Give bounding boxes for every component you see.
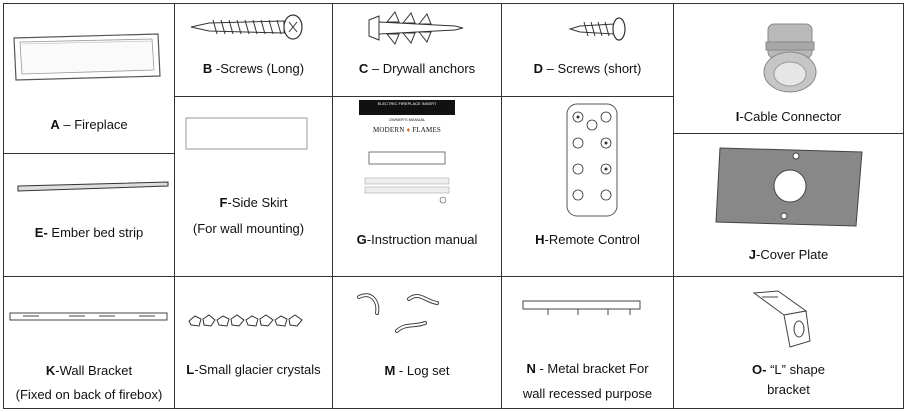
part-d-label: D – Screws (short) (533, 61, 642, 76)
part-n-note: wall recessed purpose (522, 386, 653, 401)
part-j-cell: J-Cover Plate (673, 133, 904, 277)
glacier-crystals-image (187, 313, 307, 329)
short-screw-image (568, 14, 628, 44)
part-o-note: bracket (767, 382, 810, 397)
part-h-cell: H-Remote Control (501, 96, 674, 277)
part-c-label: C – Drywall anchors (358, 61, 476, 76)
part-f-cell: F-Side Skirt (For wall mounting) (174, 96, 333, 277)
part-n-label: N - Metal bracket For (526, 361, 649, 376)
part-c-cell: C – Drywall anchors (332, 3, 502, 97)
fireplace-image (12, 32, 162, 82)
drywall-anchor-image (365, 10, 465, 46)
part-k-cell: K-Wall Bracket (Fixed on back of firebox… (3, 276, 175, 409)
part-m-cell: M - Log set (332, 276, 502, 409)
part-b-cell: B -Screws (Long) (174, 3, 333, 97)
part-k-label: K-Wall Bracket (45, 363, 133, 378)
part-f-label: F-Side Skirt (219, 195, 288, 210)
part-g-label: G-Instruction manual (356, 232, 478, 247)
part-o-label: O- “L” shape (752, 362, 825, 377)
cover-plate-image (714, 144, 864, 228)
long-screw-image (189, 10, 309, 44)
part-n-cell: N - Metal bracket For wall recessed purp… (501, 276, 674, 409)
part-m-label: M - Log set (384, 363, 450, 378)
l-bracket-image (744, 289, 836, 351)
metal-bracket-image (522, 299, 642, 319)
part-o-cell: O- “L” shape bracket (673, 276, 904, 409)
manual-brand: MODERN ♦ FLAMES (372, 126, 442, 134)
part-h-label: H-Remote Control (535, 232, 640, 247)
part-e-cell: E- Ember bed strip (3, 153, 175, 277)
part-g-cell: ELECTRIC FIREPLACE INSERT OWNER'S MANUAL… (332, 96, 502, 277)
part-d-cell: D – Screws (short) (501, 3, 674, 97)
part-j-label: J-Cover Plate (748, 247, 829, 262)
cable-connector-image (760, 18, 820, 94)
part-k-note: (Fixed on back of firebox) (15, 387, 163, 402)
part-a-label: A – Fireplace (50, 117, 128, 132)
side-skirt-image (185, 117, 309, 151)
manual-subtitle: OWNER'S MANUAL (388, 117, 426, 122)
part-i-label: I-Cable Connector (735, 109, 842, 124)
log-set-image (353, 289, 463, 347)
part-f-note: (For wall mounting) (192, 221, 305, 236)
part-l-cell: L-Small glacier crystals (174, 276, 333, 409)
part-a-cell: A – Fireplace (3, 3, 175, 154)
instruction-manual-image: ELECTRIC FIREPLACE INSERT OWNER'S MANUAL… (359, 100, 455, 222)
remote-control-image (566, 103, 618, 217)
part-b-label: B -Screws (Long) (202, 61, 305, 76)
part-e-label: E- Ember bed strip (34, 225, 144, 240)
manual-header: ELECTRIC FIREPLACE INSERT (359, 100, 455, 115)
manual-body-graphics (364, 151, 450, 204)
wall-bracket-image (9, 311, 169, 323)
part-i-cell: I-Cable Connector (673, 3, 904, 134)
ember-bed-strip-image (16, 180, 171, 194)
part-l-label: L-Small glacier crystals (186, 362, 321, 377)
